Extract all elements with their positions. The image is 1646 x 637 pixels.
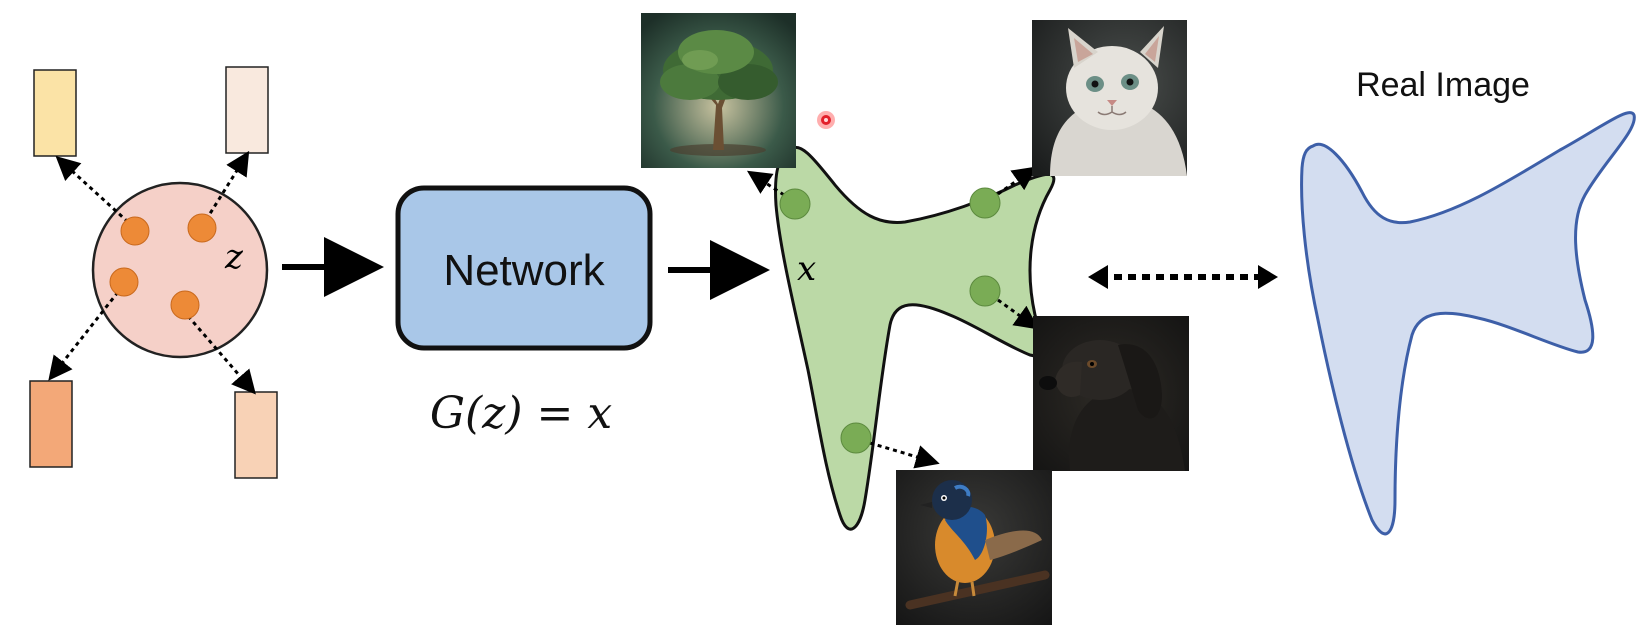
- dog-icon: [1039, 340, 1185, 471]
- latent-vector-bottom-left: [29, 380, 73, 468]
- dog-thumbnail: [1033, 316, 1189, 471]
- latent-point: [187, 213, 217, 243]
- latent-point: [120, 216, 150, 246]
- comparison-arrow: [1088, 265, 1278, 289]
- generated-mapping-arrows: [746, 166, 1039, 469]
- latent-mapping-arrows: [48, 150, 256, 395]
- latent-vector-top-left: [33, 69, 77, 157]
- real-image-title: Real Image: [1356, 66, 1530, 104]
- generated-label: x: [797, 249, 816, 289]
- generated-distribution: x: [641, 13, 1189, 625]
- latent-label: z: [224, 237, 244, 277]
- real-distribution: Real Image: [1300, 66, 1636, 536]
- network-box: [395, 185, 653, 351]
- tree-thumbnail: [641, 13, 796, 168]
- cat-thumbnail: [1032, 20, 1187, 176]
- bird-icon: [905, 480, 1050, 610]
- latent-vector-bottom-right: [234, 391, 278, 479]
- generated-point: [969, 187, 1001, 219]
- tree-icon: [660, 30, 778, 156]
- latent-space: z: [29, 66, 278, 479]
- generated-point: [779, 188, 811, 220]
- latent-point: [170, 290, 200, 320]
- generator-equation: G(z) = x: [430, 388, 613, 439]
- latent-vector-top-right: [225, 66, 269, 154]
- generated-point: [969, 275, 1001, 307]
- latent-point: [109, 267, 139, 297]
- network-block: Network G(z) = x: [395, 185, 653, 439]
- real-shape: [1300, 111, 1636, 536]
- generated-point: [840, 422, 872, 454]
- network-label: Network: [443, 246, 605, 295]
- bird-thumbnail: [896, 470, 1052, 625]
- laser-pointer-dot: [817, 111, 835, 129]
- cat-icon: [1050, 26, 1187, 176]
